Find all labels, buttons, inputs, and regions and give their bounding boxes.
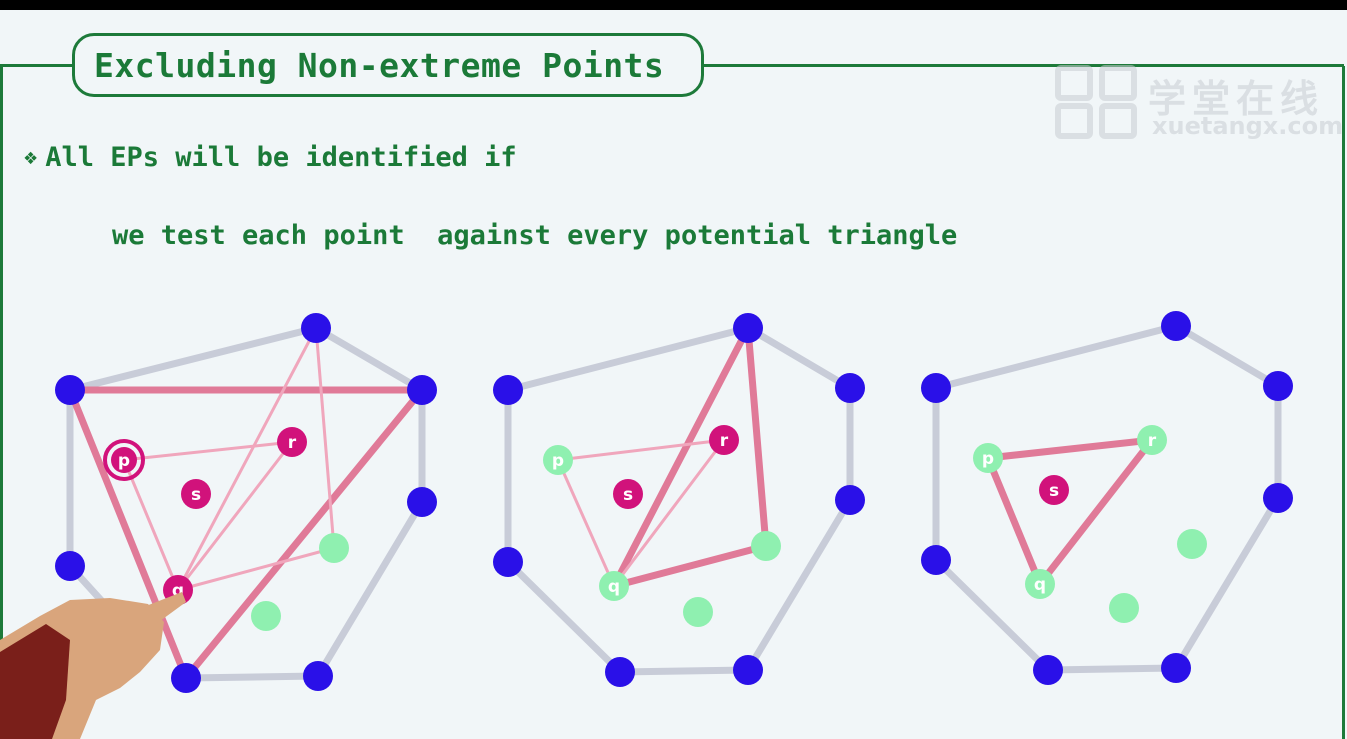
- slide-title: Excluding Non-extreme Points: [94, 45, 665, 85]
- point-p: [543, 445, 573, 475]
- point-s-label: s: [191, 485, 201, 505]
- extreme-point: [733, 313, 763, 343]
- frame-top-right: [702, 64, 1344, 67]
- point-s: [181, 479, 211, 509]
- point-p-label: p: [118, 451, 130, 471]
- extreme-point: [55, 375, 85, 405]
- bullet-subtext: we test each point against every potenti…: [112, 220, 958, 251]
- extreme-point: [1033, 655, 1063, 685]
- bullet-line: ❖ All EPs will be identified if: [24, 142, 517, 173]
- diamond-bullet-icon: ❖: [24, 145, 38, 170]
- tested-point: [319, 533, 349, 563]
- tested-point: [251, 601, 281, 631]
- frame-top-left: [0, 64, 74, 67]
- panel-1-tested-points: [251, 533, 349, 631]
- point-r-label: r: [720, 431, 729, 451]
- panel-1-extreme-points: [55, 313, 437, 693]
- extreme-point: [835, 485, 865, 515]
- point-s: [613, 479, 643, 509]
- panel-2-triangle-thin: [556, 438, 726, 588]
- extreme-point: [605, 657, 635, 687]
- panel-1-triangle-thin: [122, 326, 336, 592]
- extreme-point: [407, 375, 437, 405]
- point-r-label: r: [288, 433, 297, 453]
- extreme-point: [835, 373, 865, 403]
- panel-3-tested-points: p r q: [973, 425, 1207, 623]
- panel-1-hull-edges: [66, 324, 426, 682]
- point-q-label: q: [1034, 575, 1046, 595]
- point-p-label: p: [982, 449, 994, 469]
- frame-left-border: [0, 66, 3, 739]
- extreme-point: [1161, 311, 1191, 341]
- presenter-hand: [0, 592, 186, 739]
- panel-3: p r q s: [921, 311, 1293, 685]
- panel-3-hull-edges: [932, 322, 1282, 674]
- point-p: [111, 447, 137, 473]
- tested-point: [1109, 593, 1139, 623]
- bullet-text: All EPs will be identified if: [45, 142, 517, 173]
- point-q: [1025, 569, 1055, 599]
- watermark: 学堂在线 xuetangx.com: [1052, 60, 1344, 146]
- panel-1-triangle-thick: [66, 386, 426, 682]
- extreme-point: [1263, 483, 1293, 513]
- extreme-point: [493, 375, 523, 405]
- point-r: [1137, 425, 1167, 455]
- extreme-point: [301, 313, 331, 343]
- point-p-label: p: [552, 451, 564, 471]
- point-s-label: s: [1049, 481, 1059, 501]
- xuetangx-logo-icon: [1055, 65, 1137, 139]
- extreme-point: [171, 663, 201, 693]
- extreme-point: [55, 551, 85, 581]
- extreme-point: [1161, 653, 1191, 683]
- panel-2: p q r s: [493, 313, 865, 687]
- extreme-point: [493, 547, 523, 577]
- frame-right-border: [1342, 66, 1345, 739]
- slide-title-box: Excluding Non-extreme Points: [72, 33, 704, 97]
- point-p-ring: [103, 439, 145, 481]
- extreme-point: [733, 655, 763, 685]
- extreme-point: [921, 373, 951, 403]
- panel-2-extreme-points: [493, 313, 865, 687]
- point-s: [1039, 475, 1069, 505]
- watermark-domain: xuetangx.com: [1152, 112, 1344, 140]
- panel-3-extreme-points: [921, 311, 1293, 685]
- point-r: [709, 425, 739, 455]
- watermark-chinese: 学堂在线: [1148, 77, 1325, 121]
- extreme-point: [921, 545, 951, 575]
- tested-point: [683, 597, 713, 627]
- panel-2-hull-edges: [504, 324, 854, 676]
- point-r: [277, 427, 307, 457]
- panel-2-tested-points: p q: [543, 445, 781, 627]
- extreme-point: [303, 661, 333, 691]
- extreme-point: [407, 487, 437, 517]
- panel-3-candidate-points: s: [1039, 475, 1069, 505]
- tested-point: [751, 531, 781, 561]
- extreme-point: [1263, 371, 1293, 401]
- panel-3-triangle-thick: [984, 436, 1156, 588]
- panel-2-candidate-points: r s: [613, 425, 739, 509]
- point-q: [599, 571, 629, 601]
- point-r-label: r: [1148, 431, 1157, 451]
- panel-1: p r s q: [55, 313, 437, 693]
- point-p: [973, 443, 1003, 473]
- point-s-label: s: [623, 485, 633, 505]
- point-q-label: q: [608, 577, 620, 597]
- tested-point: [1177, 529, 1207, 559]
- panel-2-triangle-thick: [610, 324, 770, 590]
- panel-1-candidate-points: p r s q: [103, 427, 307, 605]
